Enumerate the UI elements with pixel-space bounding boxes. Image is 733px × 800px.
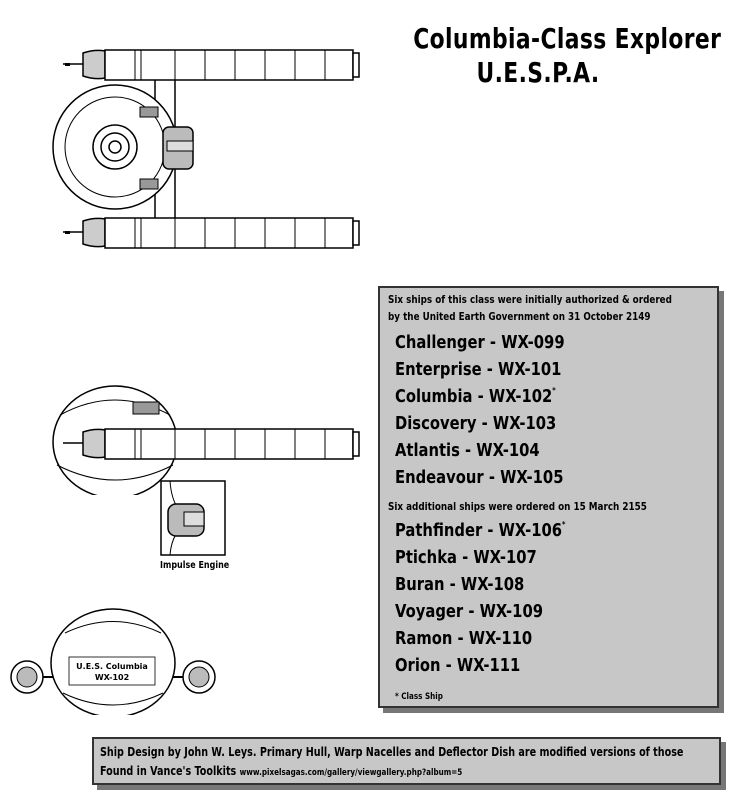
list-item: Columbia - WX-102* xyxy=(395,386,556,407)
credit-line-2: Found in Vance's Toolkits www.pixelsagas… xyxy=(100,764,462,778)
registry-panel: Six ships of this class were initially a… xyxy=(378,286,719,708)
ship-side-view xyxy=(52,385,360,495)
list-item: Challenger - WX-099 xyxy=(395,332,565,353)
list-item: Pathfinder - WX-106* xyxy=(395,520,566,541)
intro-line-1: Six ships of this class were initially a… xyxy=(388,293,672,306)
list-item: Endeavour - WX-105 xyxy=(395,467,564,488)
list-item: Ptichka - WX-107 xyxy=(395,547,537,568)
intro-line-2: by the United Earth Government on 31 Oct… xyxy=(388,310,651,323)
hull-label-registry: WX-102 xyxy=(95,673,129,682)
class-ship-footnote: * Class Ship xyxy=(395,692,443,702)
list-item: Voyager - WX-109 xyxy=(395,601,543,622)
list-item: Discovery - WX-103 xyxy=(395,413,557,434)
credit-source: Found in Vance's Toolkits xyxy=(100,764,237,778)
page-title: Columbia-Class Explorer U.E.S.P.A. xyxy=(413,22,722,90)
list-item: Orion - WX-111 xyxy=(395,655,521,676)
credit-url: www.pixelsagas.com/gallery/viewgallery.p… xyxy=(239,768,463,778)
list-item: Ramon - WX-110 xyxy=(395,628,533,649)
credit-box: Ship Design by John W. Leys. Primary Hul… xyxy=(92,737,721,785)
additional-line: Six additional ships were ordered on 15 … xyxy=(388,500,647,513)
list-item: Enterprise - WX-101 xyxy=(395,359,562,380)
impulse-engine-inset xyxy=(160,480,226,556)
impulse-engine-caption: Impulse Engine xyxy=(160,560,230,571)
list-item: Buran - WX-108 xyxy=(395,574,525,595)
list-item: Atlantis - WX-104 xyxy=(395,440,540,461)
title-line-2: U.E.S.P.A. xyxy=(476,56,600,89)
ship-front-view: U.E.S. Columbia WX-102 xyxy=(10,608,216,715)
title-line-1: Columbia-Class Explorer xyxy=(413,22,722,55)
credit-line-1: Ship Design by John W. Leys. Primary Hul… xyxy=(100,745,684,759)
hull-label-name: U.E.S. Columbia xyxy=(76,662,148,671)
ship-top-view xyxy=(52,49,360,249)
